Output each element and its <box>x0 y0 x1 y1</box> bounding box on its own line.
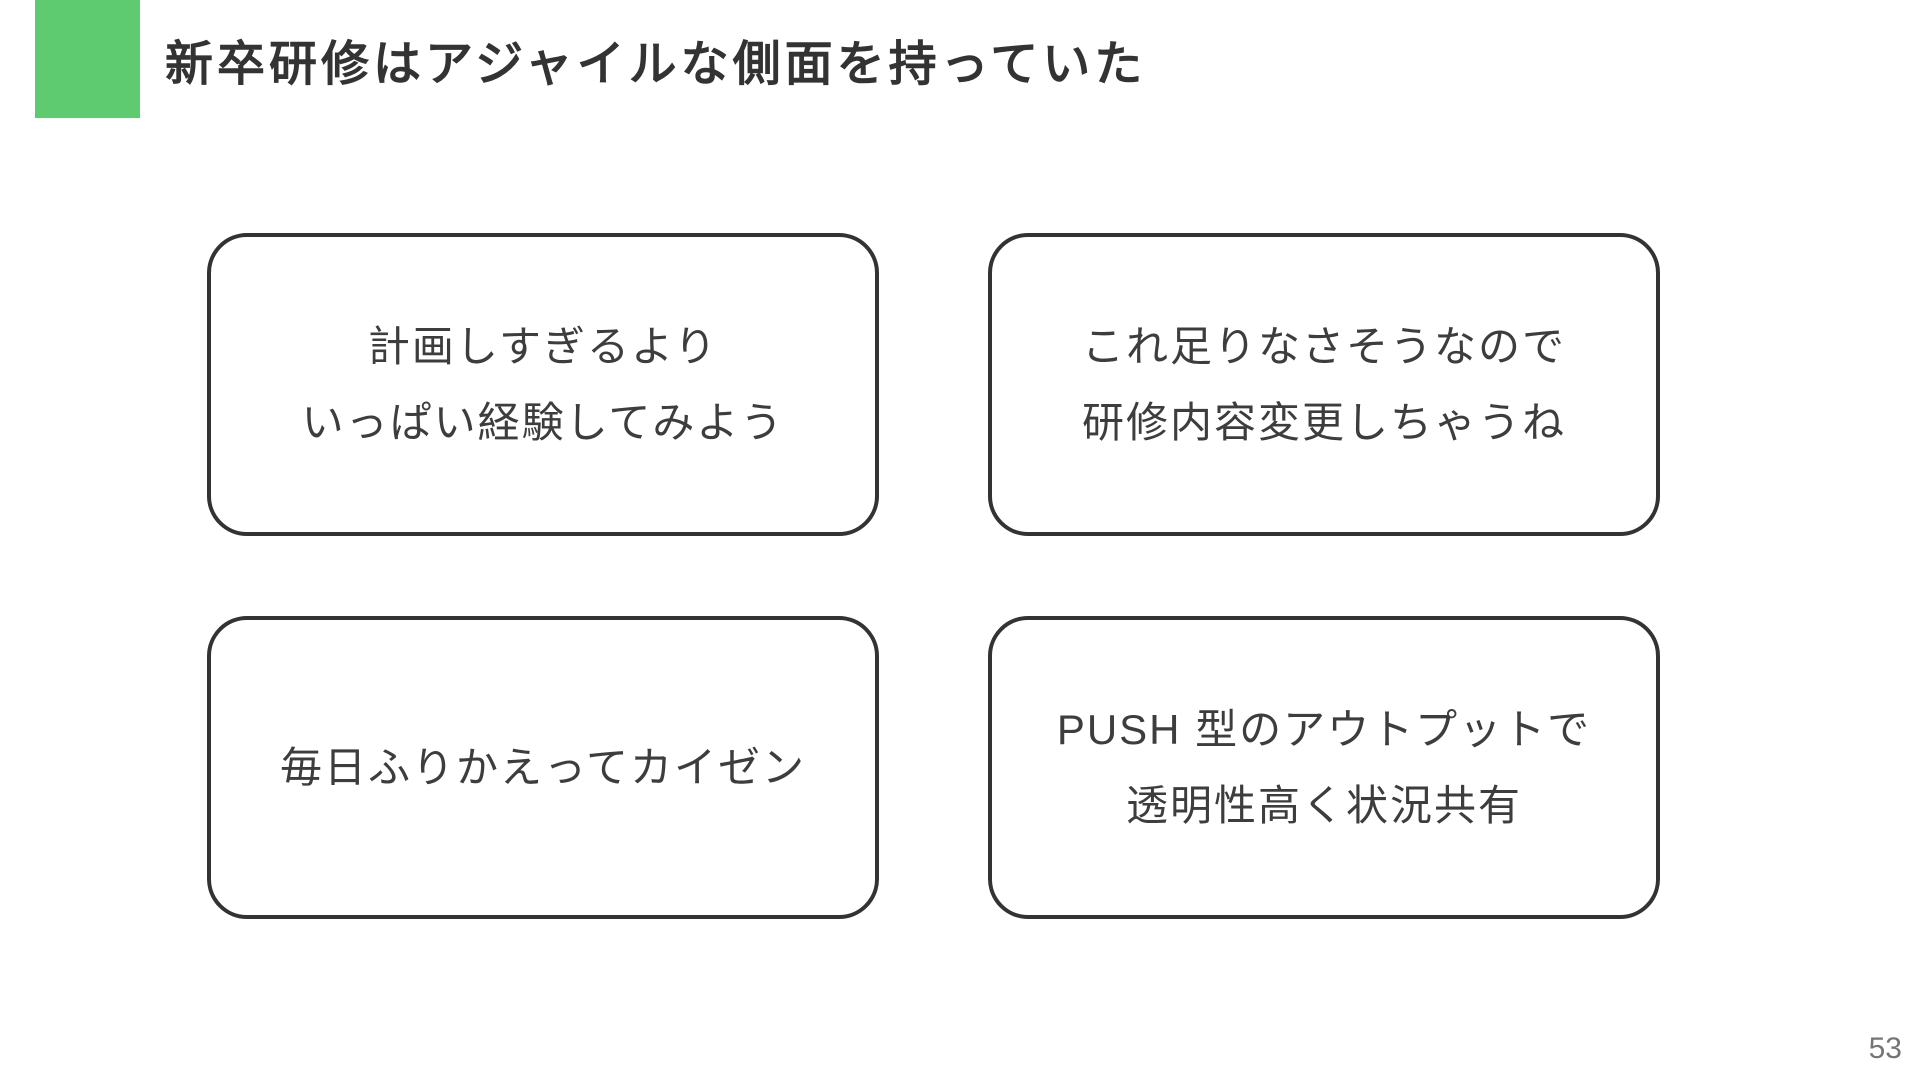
title-accent-block <box>35 0 140 118</box>
page-title: 新卒研修はアジャイルな側面を持っていた <box>165 38 1147 91</box>
info-card-push-output-transparency: PUSH 型のアウトプットで 透明性高く状況共有 <box>988 616 1660 919</box>
card-text-line: これ足りなさそうなので <box>1081 322 1566 370</box>
page-number: 53 <box>1868 1032 1902 1065</box>
card-text-line: いっぱい経験してみよう <box>301 398 785 446</box>
card-text-line: 計画しすぎるより <box>367 322 719 370</box>
info-card-experience-over-planning: 計画しすぎるより いっぱい経験してみよう <box>207 233 879 536</box>
card-text-line: 毎日ふりかえってカイゼン <box>280 743 806 791</box>
card-text-line: 研修内容変更しちゃうね <box>1081 398 1566 446</box>
info-card-change-training-content: これ足りなさそうなので 研修内容変更しちゃうね <box>988 233 1660 536</box>
card-text-line: PUSH 型のアウトプットで <box>1056 705 1592 753</box>
info-card-daily-retrospective-kaizen: 毎日ふりかえってカイゼン <box>207 616 879 919</box>
card-text-line: 透明性高く状況共有 <box>1125 781 1522 829</box>
